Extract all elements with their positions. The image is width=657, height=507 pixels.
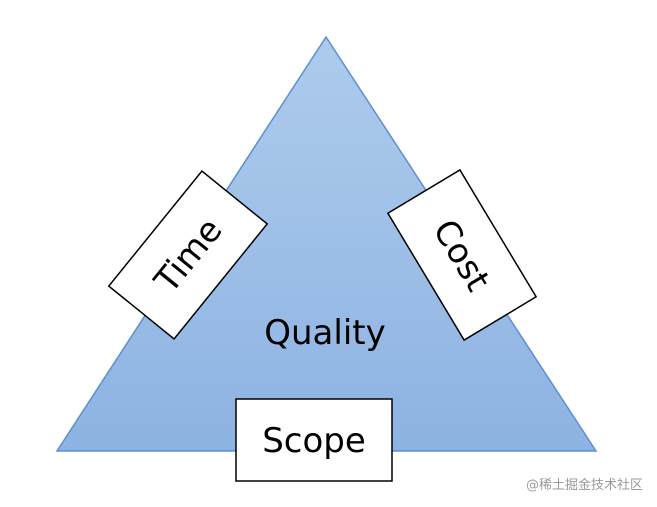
time-box: Time [107,170,269,340]
cost-box: Cost [386,168,538,342]
watermark-text: @稀土掘金技术社区 [526,477,643,493]
scope-box: Scope [235,398,393,482]
quality-label: Quality [264,313,386,353]
triangle-shape [55,35,598,452]
scope-label: Scope [262,421,366,461]
